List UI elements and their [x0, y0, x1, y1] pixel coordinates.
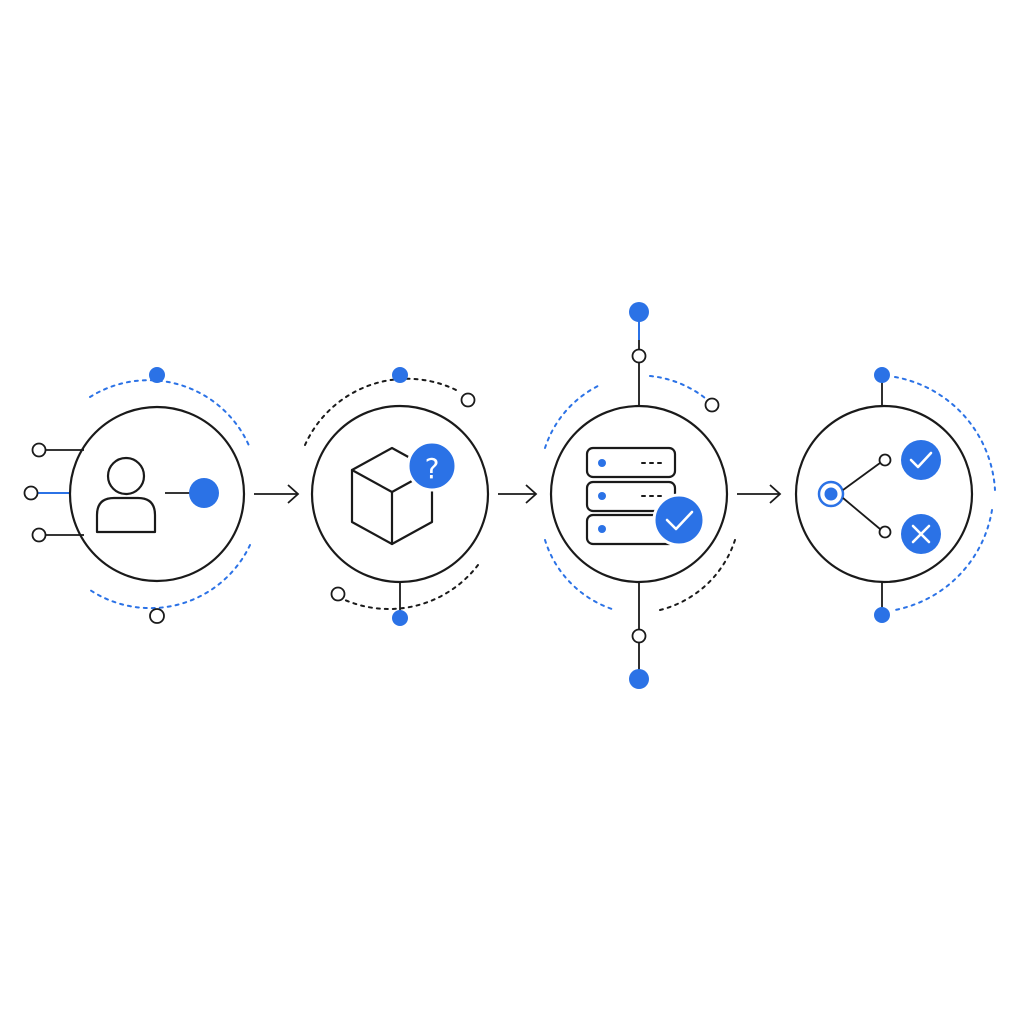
- branch-icon: [817, 453, 892, 539]
- step-3-top-open-node: [631, 348, 647, 364]
- step-3-bottom-open-node: [631, 628, 647, 644]
- step-3-top-right-arc: [649, 375, 706, 399]
- step-1-bottom-arc: [89, 544, 251, 610]
- reject-cross-icon: [901, 514, 941, 554]
- step-4-circle: [794, 404, 974, 584]
- step-2-circle: [310, 404, 490, 584]
- step-2-bottom-arc: [344, 564, 479, 610]
- step-4-top-arc: [894, 376, 996, 491]
- step-3-circle: [549, 404, 729, 584]
- step-2-cube: ?: [304, 367, 490, 626]
- step-1-input-connectors: [23, 442, 84, 543]
- step-3-server: [544, 302, 736, 689]
- step-4-bottom-arc: [894, 509, 993, 611]
- step-3-top-node: [629, 302, 649, 322]
- step-1-top-arc: [89, 379, 251, 449]
- step-4-decision: [794, 367, 996, 623]
- step-1-circle: [68, 405, 246, 583]
- step-2-bottom-left-node: [330, 586, 346, 602]
- arrow-right-icon: [254, 484, 300, 504]
- approve-check-icon: [901, 440, 941, 480]
- check-badge-icon: [652, 493, 706, 547]
- step-1-user: [23, 367, 251, 624]
- input-dot-icon: [189, 478, 219, 508]
- step-3-top-left-arc: [544, 384, 601, 449]
- svg-text:?: ?: [425, 452, 440, 485]
- step-4-top-node: [874, 367, 890, 383]
- step-4-bottom-node: [874, 607, 890, 623]
- step-2-top-node: [392, 367, 408, 383]
- arrow-right-icon: [498, 484, 538, 504]
- step-2-bottom-node: [392, 610, 408, 626]
- step-1-bottom-node: [149, 608, 165, 624]
- user-icon: [95, 456, 157, 534]
- arrow-right-icon: [737, 484, 782, 504]
- step-3-bottom-node: [629, 669, 649, 689]
- step-3-top-right-node: [704, 397, 720, 413]
- step-3-bottom-left-arc: [544, 539, 616, 611]
- step-1-top-node: [149, 367, 165, 383]
- step-2-top-arc: [304, 377, 461, 446]
- question-badge-icon: ?: [406, 440, 458, 492]
- check-and-cross-badges-icon: [901, 440, 941, 554]
- step-2-top-right-node: [460, 392, 476, 408]
